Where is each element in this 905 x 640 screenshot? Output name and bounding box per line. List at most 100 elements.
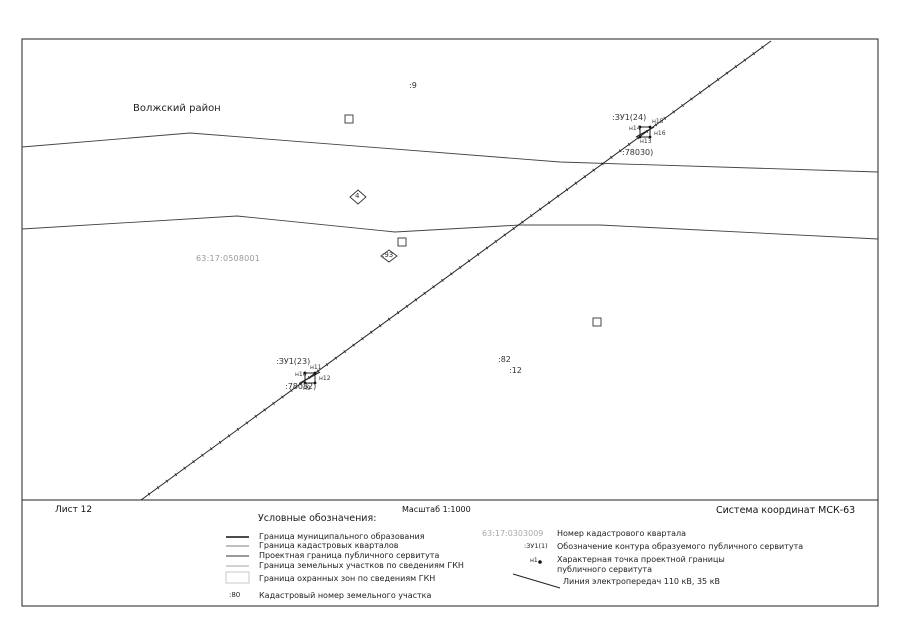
legend-title: Условные обозначения: <box>258 513 377 524</box>
power-line-tick <box>467 259 471 263</box>
power-line-tick <box>361 337 364 341</box>
power-line-tick <box>210 447 213 451</box>
power-line-tick <box>201 453 204 457</box>
power-line-tick <box>556 194 560 198</box>
power-line-tick <box>245 421 249 425</box>
power-line-tick <box>627 142 631 146</box>
legend-item-point: Характерная точка проектной границы <box>557 555 725 564</box>
legend-item-power-line: Линия электропередач 110 кВ, 35 кВ <box>563 577 721 586</box>
legend-item-point-cont: публичного сервитута <box>557 565 652 574</box>
power-line-tick <box>378 324 382 328</box>
power-line-tick <box>538 207 542 211</box>
power-line-tick <box>174 473 178 477</box>
power-line-tick <box>290 388 293 393</box>
legend-item-quarter: Граница кадастровых кварталов <box>259 541 399 550</box>
power-line-tick <box>672 110 675 114</box>
power-line-tick <box>601 162 604 166</box>
quarter-boundary-south <box>21 215 879 240</box>
power-line-tick <box>370 330 373 334</box>
power-line-tick <box>618 149 622 153</box>
point-label: н9 <box>303 385 311 392</box>
power-line-tick <box>414 298 418 302</box>
legend-sample-quarter-number: 63:17:0303009 <box>482 529 544 538</box>
power-line-tick <box>343 350 346 354</box>
power-line-tick <box>734 65 738 69</box>
power-line-tick <box>583 175 587 179</box>
power-line-tick <box>192 460 195 464</box>
legend-sample-point-label: н1 <box>530 557 538 564</box>
legend-item-contour: Обозначение контура образуемого публично… <box>557 542 804 551</box>
point-label: н10 <box>295 371 307 378</box>
power-line-tick <box>574 181 578 185</box>
quarter-boundary-north <box>21 132 879 173</box>
power-line-tick <box>254 414 258 418</box>
power-line-tick <box>396 311 400 315</box>
power-line-tick <box>752 52 755 56</box>
parcel-diamond-4 <box>349 189 367 205</box>
parcel-label-93: :93 <box>382 251 394 259</box>
power-line-tick <box>147 492 151 496</box>
power-line-ticks <box>147 45 764 496</box>
legend-item-protection-zone: Граница охранных зон по сведениям ГКН <box>259 574 436 583</box>
parcel-label-9: :9 <box>409 81 417 90</box>
scale-label: Масштаб 1:1000 <box>402 505 471 514</box>
power-line-tick <box>725 71 729 75</box>
parcel-marker <box>397 237 407 247</box>
servitude-top-code: :ЗУ1(24) <box>612 113 647 122</box>
legend-sample-contour: :ЗУ1(1) <box>524 542 548 550</box>
power-line-tick <box>272 401 275 405</box>
power-line-tick <box>183 466 186 470</box>
legend-item-quarter-number: Номер кадастрового квартала <box>557 529 687 538</box>
servitude-bottom-code: :ЗУ1(23) <box>276 357 311 366</box>
parcel-marker <box>344 114 354 124</box>
power-line-tick <box>458 265 462 269</box>
parcel-label-12: :12 <box>509 366 522 375</box>
power-line-tick <box>761 45 764 49</box>
power-line-tick <box>654 123 658 127</box>
point-label: н14 <box>629 125 641 132</box>
power-line <box>140 40 772 501</box>
power-line-tick <box>165 479 169 483</box>
power-line-tick <box>352 343 355 347</box>
legend-sample-protection-zone <box>225 571 250 584</box>
power-line-tick <box>441 278 444 282</box>
power-line-tick <box>743 58 747 62</box>
power-line-tick <box>218 440 222 444</box>
point-label: н15 <box>652 118 664 125</box>
power-line-tick <box>592 168 595 172</box>
point-label: н11 <box>310 364 322 371</box>
power-line-tick <box>636 136 640 140</box>
power-line-tick <box>450 272 453 276</box>
power-line-tick <box>690 97 693 101</box>
power-line-tick <box>423 291 426 295</box>
power-line-tick <box>281 395 284 399</box>
power-line-tick <box>263 408 266 412</box>
power-line-tick <box>316 369 320 373</box>
power-line-tick <box>227 434 231 438</box>
legend-sample-parcel-number: :80 <box>229 591 241 599</box>
power-line-tick <box>610 155 613 159</box>
power-line-tick <box>236 427 240 431</box>
parcel-label-4: 4 <box>355 192 360 200</box>
servitude-contour-top <box>635 125 655 139</box>
legend-item-land-parcel: Граница земельных участков по сведениям … <box>259 561 464 570</box>
power-line-tick <box>485 246 489 250</box>
power-line-tick <box>503 233 506 237</box>
power-line-tick <box>512 226 515 231</box>
legend-item-parcel-number: Кадастровый номер земельного участка <box>259 591 432 600</box>
point-label: н12 <box>319 375 331 382</box>
power-line-tick <box>432 285 435 289</box>
legend-item-municipal: Граница муниципального образования <box>259 532 425 541</box>
power-line-tick <box>547 201 551 205</box>
power-line-tick <box>663 116 667 120</box>
sheet-frame <box>21 38 879 607</box>
power-line-tick <box>494 239 498 244</box>
parcel-marker <box>592 317 602 327</box>
servitude-top-parcel: :78030) <box>622 148 654 157</box>
quarter-number-label: 63:17:0508001 <box>196 254 260 263</box>
parcel-label-82: :82 <box>498 355 511 364</box>
legend-item-servitude: Проектная граница публичного сервитута <box>259 551 440 560</box>
point-label: н16 <box>654 130 666 137</box>
district-label: Волжский район <box>133 103 221 114</box>
